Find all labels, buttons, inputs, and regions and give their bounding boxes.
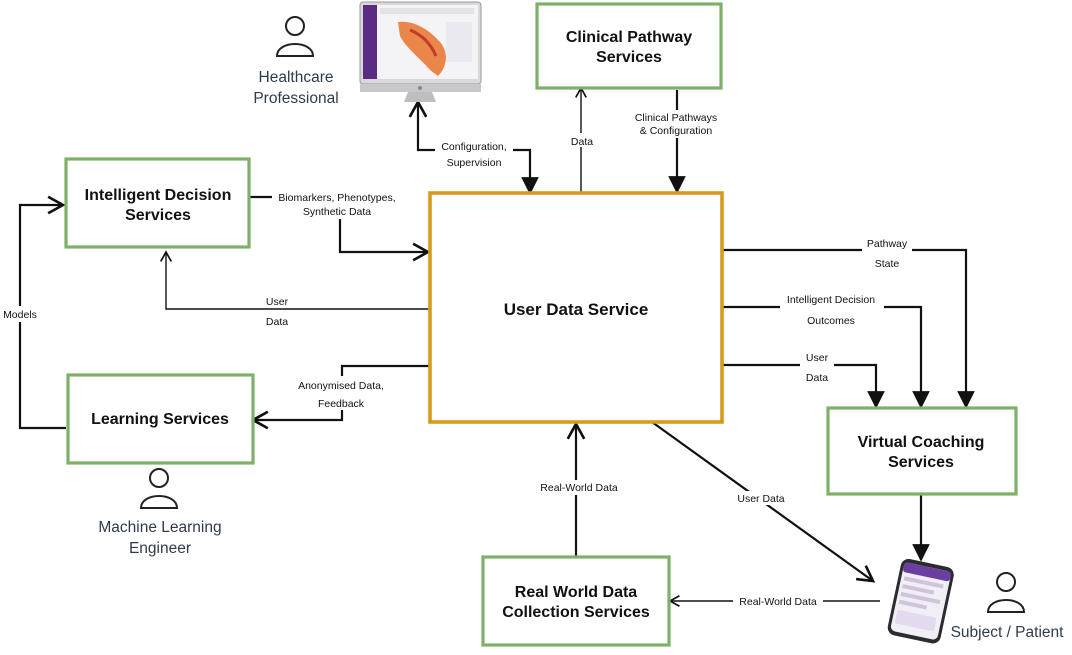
real-world-data-title-2: Collection Services (502, 604, 650, 621)
person-icon (986, 572, 1026, 613)
real-world-data-title-1: Real World Data (515, 584, 638, 601)
label-anonymised-2: Feedback (318, 398, 365, 410)
virtual-coaching-title-1: Virtual Coaching (858, 434, 985, 451)
desktop-monitor-icon (359, 1, 482, 102)
label-idc-outcomes-2: Outcomes (807, 315, 855, 327)
learning-title: Learning Services (91, 411, 229, 428)
actor-healthcare-1: Healthcare (259, 69, 334, 86)
label-configuration-1: Configuration, (441, 141, 506, 153)
label-models: Models (3, 309, 37, 321)
intelligent-decision-box: Intelligent Decision Services (64, 157, 251, 249)
label-user-data-diag: User Data (737, 493, 784, 505)
actor-subject-patient: Subject / Patient (951, 624, 1065, 641)
actor-healthcare-2: Professional (253, 90, 338, 107)
label-biomarkers-1: Biomarkers, Phenotypes, (278, 192, 395, 204)
edge-user-data-to-vc (722, 363, 885, 409)
label-clinical-config-1: Clinical Pathways (635, 112, 717, 124)
label-clinical-config-2: & Configuration (640, 125, 713, 137)
label-user-data-vc-2: Data (806, 372, 828, 384)
label-user-data-ids-2: Data (266, 316, 288, 328)
label-pathway-state-2: State (875, 258, 900, 270)
label-biomarkers-2: Synthetic Data (303, 206, 371, 218)
label-rwd-up: Real-World Data (540, 482, 618, 494)
clinical-pathway-box: Clinical Pathway Services (535, 2, 723, 90)
label-user-data-ids-1: User (266, 296, 289, 308)
person-icon (139, 468, 179, 509)
intelligent-decision-title-2: Services (125, 207, 191, 224)
edge-pathway-state (722, 248, 975, 409)
edge-labels: Models Biomarkers, Phenotypes, Synthetic… (0, 110, 912, 609)
label-idc-outcomes-1: Intelligent Decision (787, 294, 875, 306)
label-pathway-state-1: Pathway (867, 238, 908, 250)
user-data-service-title: User Data Service (504, 300, 649, 319)
virtual-coaching-title-2: Services (888, 454, 954, 471)
edge-user-data-to-ids (160, 250, 430, 310)
smartphone-icon (887, 558, 954, 644)
boxes: Intelligent Decision Services Learning S… (64, 2, 1018, 647)
label-anonymised-1: Anonymised Data, (298, 380, 384, 392)
label-rwd-from-phone: Real-World Data (739, 596, 817, 608)
label-user-data-vc-1: User (806, 352, 829, 364)
label-configuration-2: Supervision (447, 157, 502, 169)
clinical-pathway-title-1: Clinical Pathway (566, 29, 692, 46)
virtual-coaching-box: Virtual Coaching Services (826, 406, 1018, 496)
person-icon (275, 16, 315, 57)
user-data-service-box: User Data Service (428, 191, 724, 424)
clinical-pathway-title-2: Services (596, 49, 662, 66)
actor-ml-engineer-1: Machine Learning (98, 519, 221, 536)
actor-ml-engineer-2: Engineer (129, 540, 191, 557)
label-data-up: Data (571, 136, 593, 148)
learning-box: Learning Services (66, 373, 255, 465)
intelligent-decision-title-1: Intelligent Decision (85, 187, 232, 204)
real-world-data-box: Real World Data Collection Services (481, 555, 671, 647)
